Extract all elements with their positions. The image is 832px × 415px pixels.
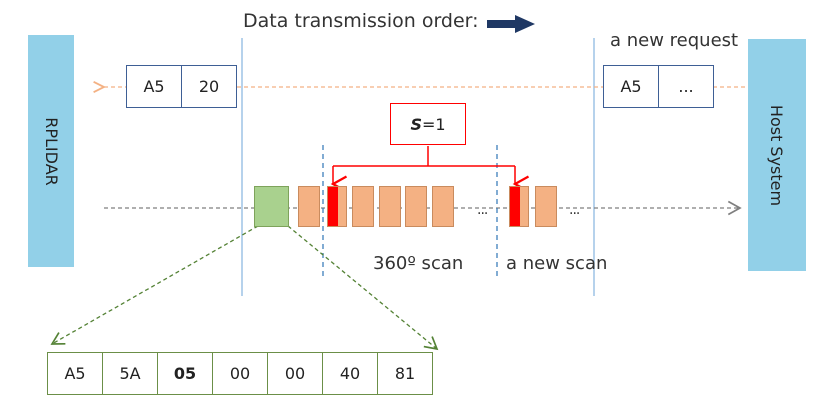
new-scan-label: a new scan xyxy=(506,253,608,274)
descriptor-byte: A5 xyxy=(47,352,103,395)
s-flag-box: S=1 xyxy=(390,103,466,145)
request-cmd-byte: 20 xyxy=(181,65,237,108)
descriptor-byte: 5A xyxy=(102,352,158,395)
descriptor-expand-left xyxy=(50,225,259,345)
ellipsis-1: ... xyxy=(477,202,488,218)
transmission-direction-arrow-icon xyxy=(487,15,535,33)
rplidar-block: RPLIDAR xyxy=(28,35,74,267)
scan-packet xyxy=(405,186,427,227)
scan-packet xyxy=(379,186,401,227)
scan-packet xyxy=(535,186,557,227)
descriptor-byte: 00 xyxy=(267,352,323,395)
scan-packet xyxy=(432,186,454,227)
descriptor-byte: 00 xyxy=(212,352,268,395)
request-cmd-sync-byte: A5 xyxy=(126,65,182,108)
new-request-more: ... xyxy=(658,65,714,108)
title: Data transmission order: xyxy=(243,10,479,32)
scan-packet-start xyxy=(327,186,347,227)
scan-packet-start xyxy=(509,186,529,227)
start-flag-marker xyxy=(328,187,338,226)
response-descriptor-block xyxy=(254,186,289,227)
host-system-label: Host System xyxy=(767,104,787,206)
s-flag-value: =1 xyxy=(421,114,446,134)
start-flag-marker xyxy=(510,187,520,226)
new-request-sync-byte: A5 xyxy=(603,65,659,108)
scan-packet xyxy=(298,186,320,227)
descriptor-byte: 40 xyxy=(322,352,378,395)
scan-packet xyxy=(352,186,374,227)
s-flag-variable: S xyxy=(410,114,422,134)
new-request-label: a new request xyxy=(610,30,739,51)
descriptor-expand-right xyxy=(287,225,439,351)
descriptor-byte: 81 xyxy=(377,352,433,395)
scan-label: 360º scan xyxy=(373,253,464,274)
ellipsis-2: ... xyxy=(569,202,580,218)
rplidar-label: RPLIDAR xyxy=(41,116,61,186)
host-system-block: Host System xyxy=(748,39,806,271)
descriptor-byte: 05 xyxy=(157,352,213,395)
